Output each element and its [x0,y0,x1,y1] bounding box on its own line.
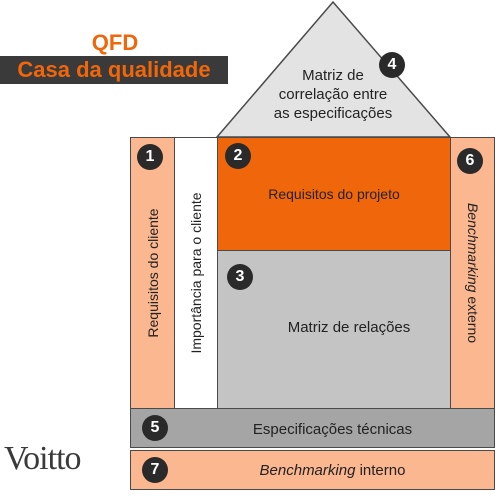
roof-number-badge: 4 [379,52,405,78]
design-requirements-number-badge: 2 [225,143,251,169]
customer-requirements-column: Requisitos do cliente [130,137,175,409]
design-requirements-box: Requisitos do projeto [217,137,451,251]
external-benchmarking-label-rest: externo [464,292,481,344]
roof-label: Matriz de correlação entre as especifica… [250,66,416,123]
internal-benchmarking-row: Benchmarking interno [130,450,495,490]
relationship-matrix-label: Matriz de relações [287,319,411,336]
relationship-matrix-box: Matriz de relações [217,250,451,409]
internal-benchmarking-label-rest: interno [355,462,406,479]
voitto-logo: Voitto [4,440,82,477]
roof-label-line-2: correlação entre [278,86,388,103]
customer-importance-column: Importância para o cliente [174,137,218,409]
internal-benchmarking-label-italic: Benchmarking [259,462,356,479]
internal-benchmarking-number-badge: 7 [142,457,168,483]
diagram-title: QFD [91,30,139,55]
external-benchmarking-label-italic: Benchmarking [464,202,481,293]
design-requirements-label: Requisitos do projeto [268,186,400,202]
external-benchmarking-column: Benchmarking externo [450,137,495,409]
roof-label-line-3: as especificações [273,105,393,122]
customer-requirements-number-badge: 1 [137,144,163,170]
technical-specs-row: Especificações técnicas [130,408,495,448]
external-benchmarking-label: Benchmarking externo [465,203,481,343]
customer-requirements-label: Requisitos do cliente [144,208,161,338]
diagram-subtitle: Casa da qualidade [0,56,228,84]
customer-importance-label: Importância para o cliente [188,192,204,354]
roof-label-line-1: Matriz de [302,67,364,84]
technical-specs-number-badge: 5 [142,415,168,441]
relationship-matrix-number-badge: 3 [227,264,253,290]
internal-benchmarking-label: Benchmarking interno [171,462,494,479]
external-benchmarking-number-badge: 6 [457,148,483,174]
technical-specs-label: Especificações técnicas [252,421,413,438]
